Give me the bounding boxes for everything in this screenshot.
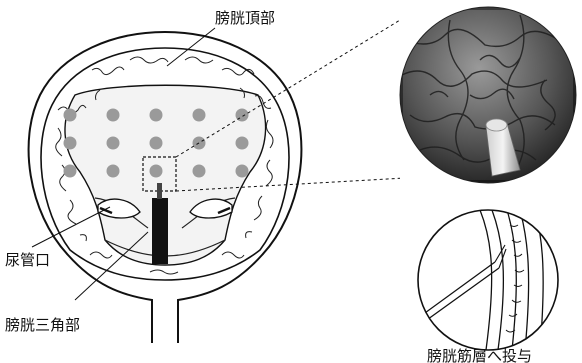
injection-site-dot: [236, 109, 249, 122]
injection-site-dot: [193, 165, 206, 178]
label-muscle-injection: 膀胱筋層へ投与: [427, 347, 532, 363]
label-bladder-dome: 膀胱頂部: [215, 9, 275, 27]
injection-site-dot: [107, 109, 120, 122]
injection-site-dot: [107, 165, 120, 178]
muscle-injection-inset: [418, 210, 558, 350]
injection-site-dot: [64, 137, 77, 150]
bladder: [29, 32, 302, 343]
injection-site-dot: [107, 137, 120, 150]
injection-site-dot: [150, 137, 163, 150]
injection-site-dot: [236, 165, 249, 178]
endoscopic-view: [400, 7, 576, 183]
endoscope-shaft: [152, 198, 168, 264]
injection-site-dot: [236, 137, 249, 150]
label-ureteral-orifice: 尿管口: [5, 251, 50, 269]
injection-site-dot: [150, 165, 163, 178]
label-trigone: 膀胱三角部: [5, 316, 80, 334]
injection-site-dot: [64, 109, 77, 122]
injection-site-dot: [64, 165, 77, 178]
injection-site-dot: [150, 109, 163, 122]
endoscope-needle: [157, 183, 162, 199]
injection-site-dot: [193, 109, 206, 122]
